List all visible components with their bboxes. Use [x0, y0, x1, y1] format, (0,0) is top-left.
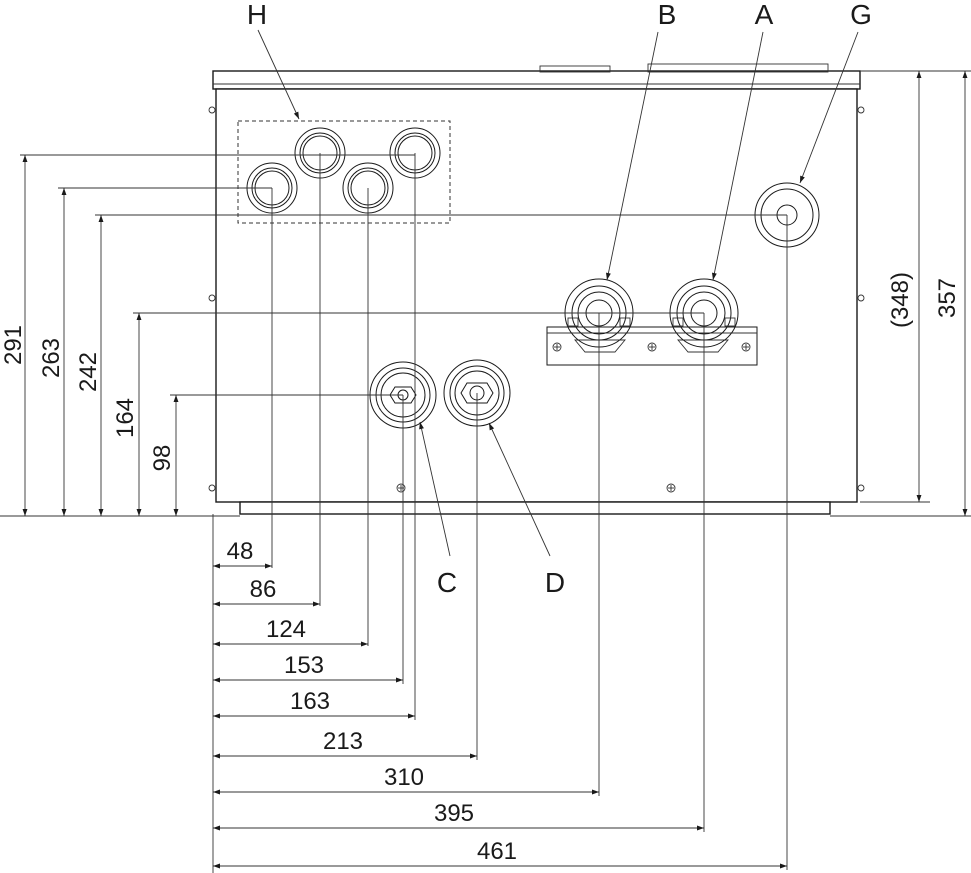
dim-86: 86 [250, 576, 277, 603]
screw-icon [666, 483, 676, 493]
dim-357: 357 [934, 278, 961, 318]
horizontal-dimensions: 48 86 124 153 163 213 310 395 461 [213, 538, 787, 869]
top-fitting [539, 65, 611, 73]
dim-163: 163 [290, 688, 330, 715]
base-plate [239, 501, 831, 515]
callout-leaders [257, 29, 859, 557]
callout-d: D [545, 567, 565, 598]
top-fitting [647, 63, 829, 73]
case-front [215, 88, 858, 503]
dim-291: 291 [0, 325, 27, 365]
dim-213: 213 [323, 728, 363, 755]
dim-263: 263 [38, 338, 65, 378]
dim-461: 461 [477, 838, 517, 865]
knockout-area-outline [237, 120, 451, 224]
screw-icon [396, 483, 406, 493]
dim-153: 153 [284, 652, 324, 679]
vertical-dimensions-right: (348) 357 [887, 71, 968, 516]
horizontal-dim-extension-lines [212, 153, 788, 873]
callout-h: H [247, 0, 267, 30]
vertical-dim-reference-lines [0, 70, 971, 517]
callout-labels: H B A G C D [247, 0, 872, 598]
dim-98: 98 [149, 445, 176, 472]
dim-164: 164 [112, 398, 139, 438]
dim-310: 310 [384, 764, 424, 791]
dim-348-reference: (348) [887, 272, 914, 328]
unit-body [208, 63, 865, 515]
callout-c: C [437, 567, 457, 598]
side-bolts [208, 106, 865, 492]
callout-b: B [658, 0, 677, 30]
dim-242: 242 [75, 352, 102, 392]
dim-395: 395 [434, 800, 474, 827]
callout-a: A [755, 0, 774, 30]
top-lid [212, 70, 861, 90]
vertical-dimensions-left: 291 263 242 164 98 [0, 155, 179, 516]
callout-g: G [850, 0, 872, 30]
dim-124: 124 [266, 616, 306, 643]
dim-48: 48 [227, 538, 254, 565]
